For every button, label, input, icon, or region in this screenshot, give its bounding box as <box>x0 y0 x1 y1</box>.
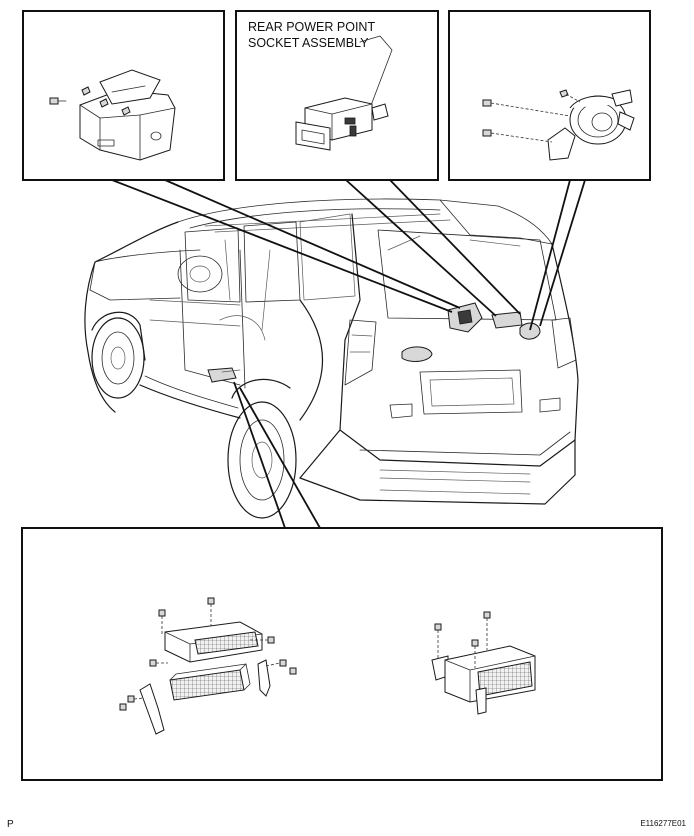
socket-label-line2: SOCKET ASSEMBLY <box>248 36 369 50</box>
detail-panel-speaker <box>448 10 651 181</box>
amplifier-assembled-illustration <box>431 611 536 715</box>
figure-code: E116277E01 <box>640 819 686 828</box>
amplifier-exploded-illustration <box>119 597 297 735</box>
vehicle-mounted-parts <box>207 302 541 383</box>
vehicle-illustration <box>84 198 579 519</box>
socket-assembly-illustration <box>295 97 389 151</box>
bracket-illustration <box>49 69 176 161</box>
socket-label-line1: REAR POWER POINT <box>248 20 375 34</box>
leader-lines <box>111 179 586 529</box>
detail-panel-amplifier <box>21 527 663 781</box>
page-marker: P <box>7 819 14 830</box>
detail-panel-power-socket: REAR POWER POINT SOCKET ASSEMBLY <box>235 10 439 181</box>
speaker-illustration <box>482 89 635 161</box>
detail-panel-bracket <box>22 10 225 181</box>
